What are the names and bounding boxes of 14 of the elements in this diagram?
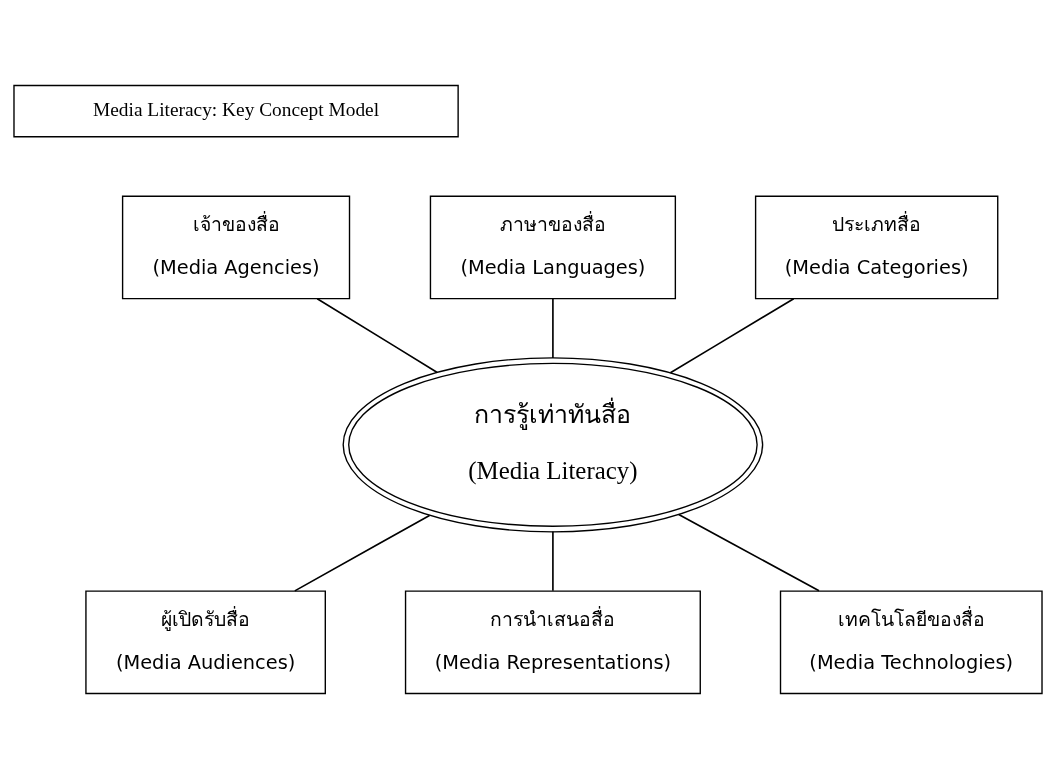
node-box: การนำเสนอสื่อ (Media Representations) — [404, 589, 701, 694]
node-box: Media Literacy: Key Concept Model — [13, 84, 459, 137]
node-box: เจ้าของสื่อ (Media Agencies) — [121, 195, 351, 299]
connector — [669, 297, 795, 374]
node-box: ผู้เปิดรับสื่อ (Media Audiences) — [85, 589, 326, 694]
connector — [316, 297, 439, 373]
node-ellipse: การรู้เท่าทันสื่อ (Media Literacy) — [342, 356, 764, 533]
connector — [552, 530, 554, 592]
node-box: ประเภทสื่อ (Media Categories) — [754, 195, 999, 299]
node-box: ภาษาของสื่อ (Media Languages) — [429, 195, 677, 299]
connector — [294, 514, 431, 592]
connector — [552, 297, 554, 359]
connector — [677, 513, 820, 592]
node-box: เทคโนโลยีของสื่อ (Media Technologies) — [779, 589, 1043, 694]
